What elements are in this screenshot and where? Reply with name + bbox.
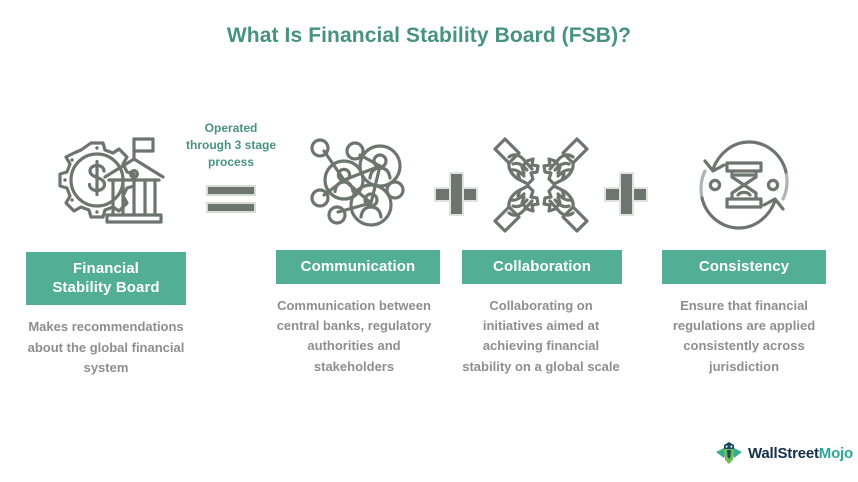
page-title: What Is Financial Stability Board (FSB)? (226, 24, 632, 47)
plus-sign-icon (434, 172, 478, 216)
brand-name-part2: Mojo (818, 444, 853, 462)
stage-badge-collaboration: Collaboration (462, 250, 622, 285)
equals-sign-icon (206, 185, 256, 214)
badge-line-2: Stability Board (52, 279, 160, 297)
connector-caption: Operated through 3 stage process (186, 121, 277, 170)
stage-badge-communication: Communication (276, 250, 440, 285)
equals-bar-top (206, 185, 256, 197)
wallstreetmojo-bull-icon (716, 442, 742, 464)
plus-sign-icon (604, 172, 648, 216)
plus-center (451, 189, 461, 199)
equals-bar-bottom (206, 202, 256, 214)
stage-block-communication: Communication Communication between cent… (276, 130, 440, 377)
financial-stability-board-badge: Financial Stability Board (26, 252, 186, 306)
stage-block-consistency: Consistency Ensure that financial regula… (652, 130, 836, 377)
brand-name: WallStreetMojo (748, 445, 853, 462)
plus-center (621, 189, 631, 199)
gear-dollar-bank-icon (16, 130, 196, 240)
network-people-icon (276, 130, 432, 240)
hands-puzzle-pieces-icon (462, 130, 620, 240)
brand-logo[interactable]: WallStreetMojo (716, 441, 853, 465)
badge-line-1: Financial (73, 260, 139, 277)
brand-name-part1: WallStreet (748, 444, 819, 462)
stage-badge-consistency: Consistency (662, 250, 826, 285)
stage-description-communication: Communication between central banks, reg… (276, 298, 432, 374)
hourglass-refresh-icon (652, 130, 836, 240)
stage-description-consistency: Ensure that financial regulations are ap… (672, 298, 816, 374)
stage-block-collaboration: Collaboration Collaborating on initiativ… (462, 130, 622, 377)
stage-description-collaboration: Collaborating on initiatives aimed at ac… (462, 298, 620, 374)
financial-stability-board-block: Financial Stability Board Makes recommen… (16, 130, 196, 378)
connector-equals: Operated through 3 stage process (186, 120, 277, 214)
financial-stability-board-description: Makes recommendations about the global f… (27, 319, 185, 375)
